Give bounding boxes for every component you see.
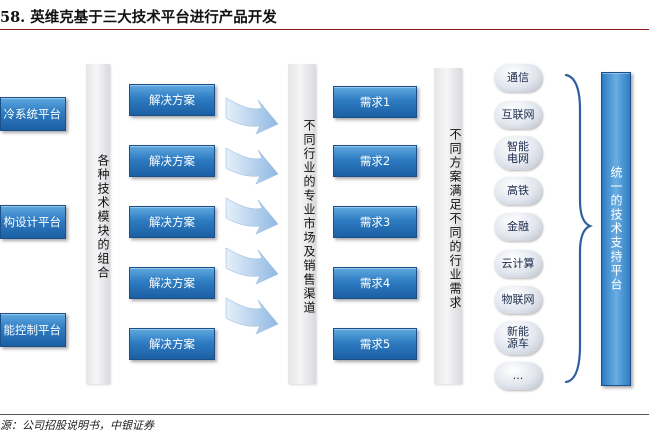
- industry-pill-high-speed-rail: 高铁: [494, 177, 542, 205]
- platform-label: 冷系统平台: [3, 107, 62, 121]
- brace: [564, 73, 593, 384]
- platform-label: 能控制平台: [3, 323, 62, 337]
- markets-panel: 不同行业的专业市场及销售渠道: [288, 64, 316, 384]
- need-label: 需求1: [359, 95, 391, 109]
- module-combination-label: 各种技术模块的组合: [96, 154, 110, 280]
- flow-arrows: [225, 97, 279, 335]
- solution-box-2: 解决方案: [129, 145, 215, 177]
- need-box-3: 需求3: [333, 206, 417, 238]
- industry-pill-internet: 互联网: [494, 101, 542, 129]
- solution-label: 解决方案: [149, 93, 195, 107]
- flow-arrow-1: [225, 97, 279, 135]
- need-label: 需求4: [359, 276, 391, 290]
- source-note: 源：公司招股说明书，中银证券: [0, 419, 154, 432]
- solution-box-5: 解决方案: [129, 328, 215, 360]
- needs-met-label: 不同方案满足不同的行业需求: [448, 128, 462, 310]
- need-label: 需求3: [359, 215, 391, 229]
- industry-pill-cloud: 云计算: [494, 250, 542, 278]
- industry-pill-smart-grid: 智能 电网: [494, 136, 542, 170]
- flow-arrow-3: [225, 197, 279, 235]
- industry-pill-finance: 金融: [494, 213, 542, 241]
- needs-met-panel: 不同方案满足不同的行业需求: [434, 68, 462, 384]
- industry-pill-iot: 物联网: [494, 286, 542, 314]
- platform-label: 构设计平台: [3, 215, 62, 229]
- flow-arrow-2: [225, 147, 279, 185]
- solution-box-3: 解决方案: [129, 206, 215, 238]
- solution-box-1: 解决方案: [129, 84, 215, 116]
- page-title: 58. 英维克基于三大技术平台进行产品开发: [0, 9, 277, 26]
- need-label: 需求2: [359, 154, 391, 168]
- solution-box-4: 解决方案: [129, 267, 215, 299]
- title-rule: [0, 29, 649, 30]
- solution-label: 解决方案: [149, 154, 195, 168]
- flow-arrow-4: [225, 247, 279, 285]
- need-box-4: 需求4: [333, 267, 417, 299]
- platform-box-cooling: 冷系统平台: [0, 97, 66, 131]
- source-rule: [0, 414, 649, 415]
- solution-label: 解决方案: [149, 276, 195, 290]
- industry-pill-telecom: 通信: [494, 64, 542, 92]
- module-combination-panel: 各种技术模块的组合: [86, 64, 110, 384]
- markets-label: 不同行业的专业市场及销售渠道: [302, 119, 316, 315]
- need-box-1: 需求1: [333, 86, 417, 118]
- solution-label: 解决方案: [149, 337, 195, 351]
- support-platform-label: 统一的技术支持平台: [609, 166, 623, 292]
- platform-box-control: 能控制平台: [0, 313, 66, 347]
- need-box-2: 需求2: [333, 145, 417, 177]
- need-label: 需求5: [359, 337, 391, 351]
- platform-box-structure: 构设计平台: [0, 205, 66, 239]
- support-platform-box: 统一的技术支持平台: [601, 72, 631, 386]
- solution-label: 解决方案: [149, 215, 195, 229]
- need-box-5: 需求5: [333, 328, 417, 360]
- flow-arrow-5: [225, 297, 279, 335]
- industry-pill-new-energy-vehicle: 新能 源车: [494, 321, 542, 355]
- industry-pill-more: ...: [494, 362, 542, 390]
